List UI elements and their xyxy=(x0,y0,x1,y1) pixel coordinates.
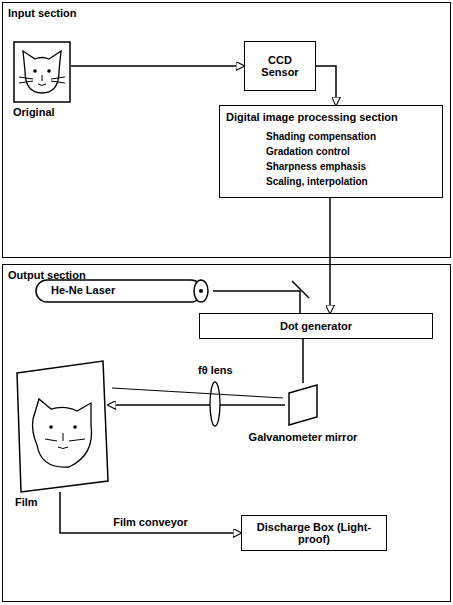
process-box: Dot generator xyxy=(199,313,433,339)
lens-label: fθ lens xyxy=(196,364,235,376)
node-text: Discharge Box (Light-proof) xyxy=(248,521,380,545)
node-text: Original xyxy=(13,106,77,118)
connector xyxy=(60,492,241,533)
laser-tube: He-Ne Laser xyxy=(35,279,213,303)
sensor-box: CCD Sensor xyxy=(244,41,316,91)
process-box: Digital image processing sectionShading … xyxy=(219,105,443,198)
edge-label: Film conveyor xyxy=(111,516,190,528)
node-text: Shading compensation xyxy=(226,129,436,144)
cat-picture xyxy=(13,41,71,103)
mirror-outline xyxy=(285,383,321,427)
film-outline xyxy=(15,359,110,494)
section-panel: Output sectionHe-Ne LaserDot generatorGa… xyxy=(2,264,451,602)
node-text: Dot generator xyxy=(206,320,426,332)
connector xyxy=(71,65,244,67)
node-text: Galvanometer mirror xyxy=(243,431,363,443)
node-text: Scaling, interpolation xyxy=(226,174,436,189)
galvanometer-mirror: Galvanometer mirror xyxy=(243,383,363,443)
laser-beam xyxy=(112,388,283,398)
f-theta-lens xyxy=(210,382,220,426)
node-text: Digital image processing section xyxy=(226,111,436,123)
discharge-box: Discharge Box (Light-proof) xyxy=(241,515,387,551)
node-text: Input section xyxy=(8,7,76,19)
node-text: Gradation control xyxy=(226,144,436,159)
connector xyxy=(108,404,285,406)
connector xyxy=(316,66,336,105)
connector xyxy=(329,198,331,313)
film-sheet: Film xyxy=(15,359,115,508)
section-panel: Input sectionOriginal CCD SensorDigital i… xyxy=(2,2,451,258)
connector xyxy=(213,291,300,313)
node-text: Output section xyxy=(8,269,86,281)
original-image: Original xyxy=(13,41,77,118)
connector xyxy=(302,339,304,383)
node-text: He-Ne Laser xyxy=(35,279,213,296)
node-text: CCD Sensor xyxy=(251,54,309,78)
fold-mirror xyxy=(292,281,309,298)
node-text: Film xyxy=(15,496,115,508)
node-text: Sharpness emphasis xyxy=(226,159,436,174)
